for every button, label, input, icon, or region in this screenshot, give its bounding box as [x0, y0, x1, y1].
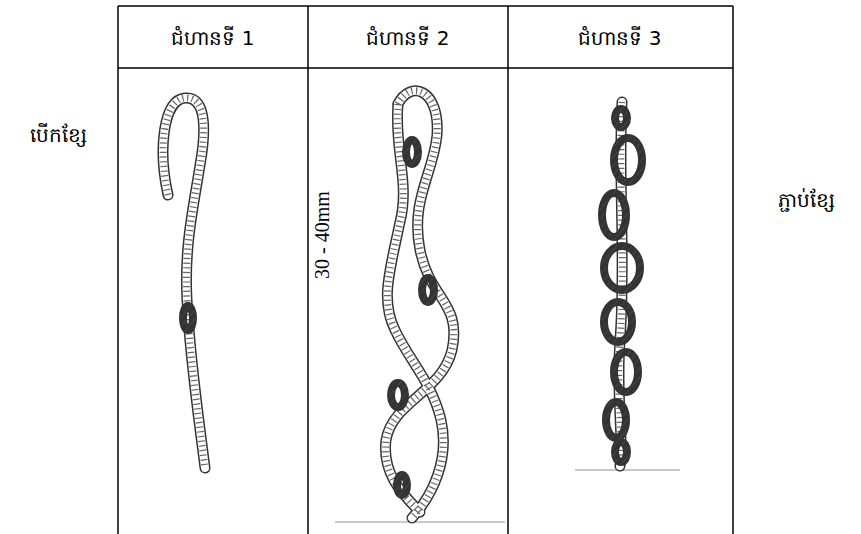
rope-loop [614, 138, 642, 182]
rope-loop-fill [614, 352, 638, 392]
rope-loop-fill [604, 302, 632, 342]
rope-loop-fill [406, 140, 418, 164]
rope-loop [604, 302, 632, 342]
rope-hatching [163, 98, 205, 468]
rope-loop-fill [397, 475, 407, 495]
rope-loop-fill [422, 278, 434, 302]
rope-hatching [387, 104, 443, 518]
rope-outline [387, 104, 443, 518]
rope-fill [387, 104, 443, 518]
rope-loop-fill [606, 402, 626, 438]
column-header: ជំហានទី 2 [366, 26, 449, 50]
rope-loop-fill [615, 442, 627, 462]
rope-loop [183, 306, 193, 330]
rope-strands [163, 91, 642, 518]
side-label: បើកខ្សែ [30, 123, 87, 147]
rope-fill [163, 98, 205, 468]
rope-loop [422, 278, 434, 302]
rope-outline [163, 98, 205, 468]
rope-loop [604, 246, 640, 290]
dimension-label: 30 - 40mm [310, 191, 334, 279]
rope-loop-fill [615, 109, 627, 127]
rope-loop [615, 109, 627, 127]
rope-loop [391, 383, 405, 407]
side-label: ភ្ជាប់ខ្សែ [778, 188, 835, 212]
column-header: ជំហានទី 3 [578, 26, 661, 50]
rope-loop [406, 140, 418, 164]
rope-loop-fill [391, 383, 405, 407]
rope-loop [614, 352, 638, 392]
column-header: ជំហានទី 1 [171, 26, 254, 50]
rope-loop [602, 193, 626, 237]
rope-loop [397, 475, 407, 495]
rope-loop [615, 442, 627, 462]
table-grid [118, 6, 733, 534]
rope-loop-fill [614, 138, 642, 182]
rope-loop-fill [183, 306, 193, 330]
rope-loop-fill [602, 193, 626, 237]
rope-hatching [385, 91, 453, 512]
rope-loop [606, 402, 626, 438]
rope-loop-fill [604, 246, 640, 290]
